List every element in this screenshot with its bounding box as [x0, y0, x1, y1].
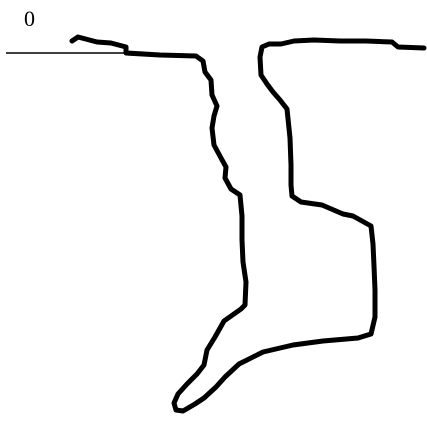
- reference-zero-label: 0: [24, 8, 35, 30]
- left-boundary-outline: [72, 37, 424, 411]
